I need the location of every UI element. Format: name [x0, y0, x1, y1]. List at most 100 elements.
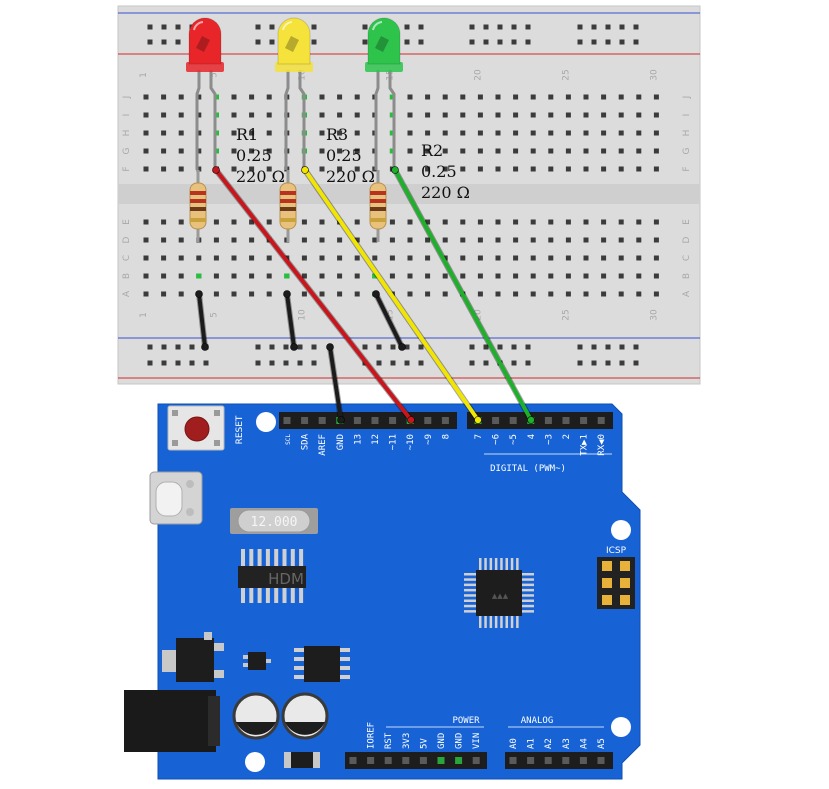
rail-hole[interactable]: [390, 344, 396, 350]
breadboard-hole[interactable]: [653, 255, 659, 261]
breadboard-hole[interactable]: [213, 273, 219, 279]
breadboard-hole[interactable]: [143, 255, 149, 261]
rail-hole[interactable]: [175, 360, 181, 366]
rail-hole[interactable]: [497, 39, 503, 45]
breadboard-hole[interactable]: [249, 130, 255, 136]
breadboard-hole[interactable]: [636, 291, 642, 297]
breadboard-hole[interactable]: [372, 237, 378, 243]
breadboard-hole[interactable]: [213, 291, 219, 297]
breadboard-hole[interactable]: [530, 237, 536, 243]
breadboard-hole[interactable]: [601, 255, 607, 261]
breadboard-hole[interactable]: [249, 237, 255, 243]
breadboard-hole[interactable]: [337, 94, 343, 100]
breadboard-hole[interactable]: [143, 166, 149, 172]
breadboard-hole[interactable]: [301, 291, 307, 297]
rail-hole[interactable]: [255, 24, 261, 30]
header-pin[interactable]: [424, 417, 432, 424]
breadboard-hole[interactable]: [231, 148, 237, 154]
rail-hole[interactable]: [297, 360, 303, 366]
breadboard-hole[interactable]: [477, 255, 483, 261]
rail-hole[interactable]: [418, 39, 424, 45]
breadboard-hole[interactable]: [319, 148, 325, 154]
breadboard-hole[interactable]: [266, 219, 272, 225]
breadboard-hole[interactable]: [231, 219, 237, 225]
breadboard-hole[interactable]: [161, 255, 167, 261]
breadboard-hole[interactable]: [618, 237, 624, 243]
breadboard-hole[interactable]: [266, 112, 272, 118]
breadboard-hole[interactable]: [460, 148, 466, 154]
breadboard-hole[interactable]: [495, 94, 501, 100]
breadboard-hole[interactable]: [565, 255, 571, 261]
breadboard-hole[interactable]: [442, 112, 448, 118]
breadboard-hole[interactable]: [530, 130, 536, 136]
breadboard-hole[interactable]: [319, 255, 325, 261]
breadboard-hole[interactable]: [196, 112, 202, 118]
breadboard-hole[interactable]: [565, 273, 571, 279]
rail-hole[interactable]: [605, 24, 611, 30]
rail-hole[interactable]: [161, 360, 167, 366]
breadboard-hole[interactable]: [231, 237, 237, 243]
breadboard-hole[interactable]: [601, 291, 607, 297]
icsp-pin[interactable]: [620, 561, 630, 571]
breadboard-hole[interactable]: [425, 130, 431, 136]
breadboard-hole[interactable]: [460, 255, 466, 261]
rail-hole[interactable]: [311, 344, 317, 350]
icsp-pin[interactable]: [602, 561, 612, 571]
rail-hole[interactable]: [269, 344, 275, 350]
breadboard-hole[interactable]: [301, 273, 307, 279]
breadboard-hole[interactable]: [460, 237, 466, 243]
breadboard-hole[interactable]: [319, 219, 325, 225]
breadboard-hole[interactable]: [249, 112, 255, 118]
breadboard-hole[interactable]: [178, 219, 184, 225]
breadboard-hole[interactable]: [513, 255, 519, 261]
rail-hole[interactable]: [577, 344, 583, 350]
breadboard-hole[interactable]: [425, 273, 431, 279]
breadboard-hole[interactable]: [301, 255, 307, 261]
rail-hole[interactable]: [269, 24, 275, 30]
rail-hole[interactable]: [497, 344, 503, 350]
breadboard-hole[interactable]: [513, 148, 519, 154]
breadboard-hole[interactable]: [143, 237, 149, 243]
breadboard-hole[interactable]: [495, 148, 501, 154]
breadboard-hole[interactable]: [442, 166, 448, 172]
breadboard-hole[interactable]: [266, 255, 272, 261]
breadboard-hole[interactable]: [249, 219, 255, 225]
rail-hole[interactable]: [577, 39, 583, 45]
breadboard-hole[interactable]: [213, 237, 219, 243]
breadboard-hole[interactable]: [161, 130, 167, 136]
rail-hole[interactable]: [525, 24, 531, 30]
rail-hole[interactable]: [591, 24, 597, 30]
breadboard-hole[interactable]: [319, 291, 325, 297]
breadboard-hole[interactable]: [513, 130, 519, 136]
breadboard-hole[interactable]: [636, 112, 642, 118]
breadboard-hole[interactable]: [425, 148, 431, 154]
breadboard-hole[interactable]: [178, 112, 184, 118]
rail-hole[interactable]: [189, 344, 195, 350]
breadboard-hole[interactable]: [442, 94, 448, 100]
breadboard-hole[interactable]: [407, 255, 413, 261]
breadboard-hole[interactable]: [653, 130, 659, 136]
breadboard-hole[interactable]: [407, 112, 413, 118]
breadboard-hole[interactable]: [583, 94, 589, 100]
breadboard-hole[interactable]: [530, 255, 536, 261]
breadboard-hole[interactable]: [337, 130, 343, 136]
rail-hole[interactable]: [511, 360, 517, 366]
breadboard-hole[interactable]: [442, 148, 448, 154]
breadboard-hole[interactable]: [354, 273, 360, 279]
breadboard-hole[interactable]: [196, 148, 202, 154]
breadboard-hole[interactable]: [548, 94, 554, 100]
breadboard-hole[interactable]: [425, 291, 431, 297]
breadboard-hole[interactable]: [425, 166, 431, 172]
rail-hole[interactable]: [147, 344, 153, 350]
breadboard-hole[interactable]: [442, 291, 448, 297]
breadboard-hole[interactable]: [548, 273, 554, 279]
breadboard-hole[interactable]: [477, 148, 483, 154]
breadboard-hole[interactable]: [513, 219, 519, 225]
breadboard-hole[interactable]: [231, 130, 237, 136]
breadboard-hole[interactable]: [372, 255, 378, 261]
header-pin[interactable]: [371, 417, 379, 424]
breadboard-hole[interactable]: [407, 166, 413, 172]
breadboard-hole[interactable]: [460, 273, 466, 279]
breadboard-hole[interactable]: [653, 94, 659, 100]
wire-black-gnd-1[interactable]: [197, 292, 207, 349]
